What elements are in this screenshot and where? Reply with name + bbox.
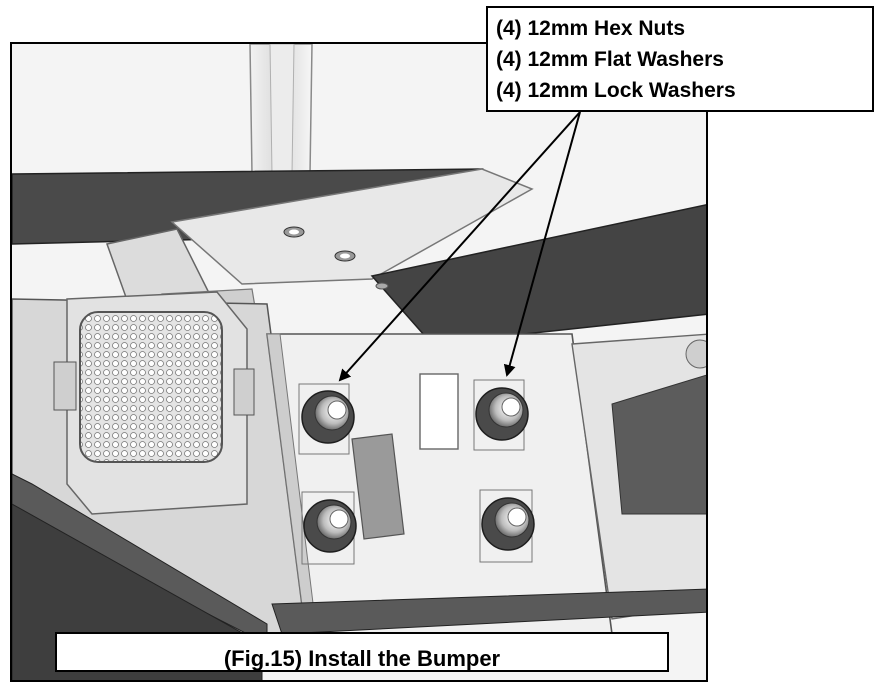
upright-post xyxy=(249,44,313,175)
plate-slot-shadow xyxy=(351,433,405,540)
hex-nut-bottom-left xyxy=(301,491,357,565)
parts-callout: (4) 12mm Hex Nuts (4) 12mm Flat Washers … xyxy=(486,6,874,112)
part-lock-washers: (4) 12mm Lock Washers xyxy=(496,79,736,102)
light-housing xyxy=(53,291,255,515)
light-clip-left xyxy=(53,361,77,411)
hex-nut-bottom-right xyxy=(479,489,535,563)
bumper-right-dark xyxy=(611,374,706,515)
light-grille xyxy=(79,311,223,463)
figure-caption: (Fig.15) Install the Bumper xyxy=(55,632,669,672)
hex-nut-top-left xyxy=(298,383,355,455)
hex-nut-top-right xyxy=(473,379,529,451)
light-clip-right xyxy=(233,368,255,416)
bumper-bottom-rail xyxy=(271,588,706,635)
figure-frame xyxy=(10,42,708,682)
part-hex-nuts: (4) 12mm Hex Nuts xyxy=(496,17,686,40)
part-flat-washers: (4) 12mm Flat Washers xyxy=(496,48,724,71)
bumper-right-bolt xyxy=(685,339,706,369)
plate-slot-top xyxy=(419,373,459,450)
bumper-illustration xyxy=(12,44,706,680)
